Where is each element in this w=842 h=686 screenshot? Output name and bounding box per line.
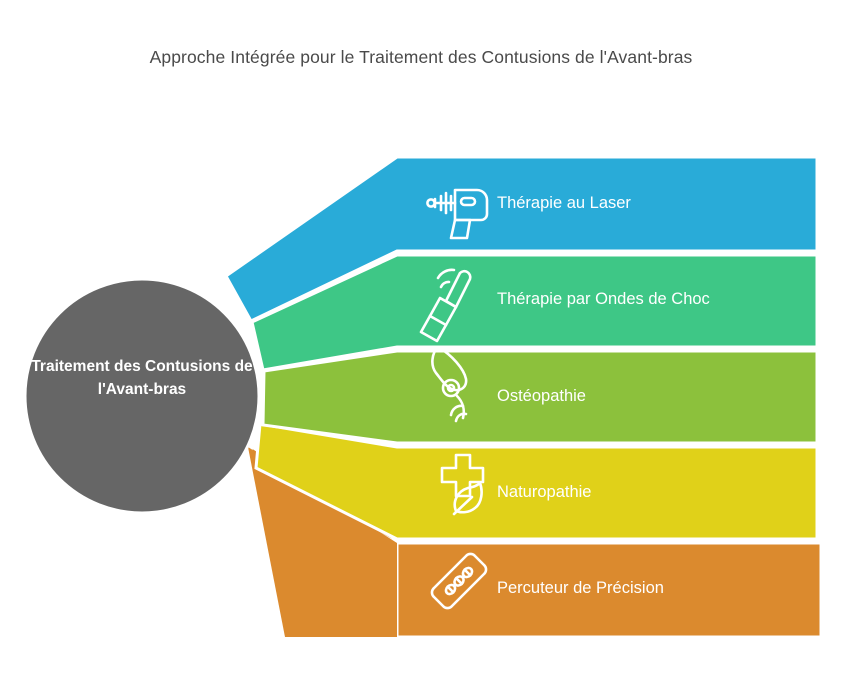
branch-band-3[interactable] xyxy=(261,349,819,445)
branch-band-2[interactable] xyxy=(250,253,819,372)
branch-band-4[interactable] xyxy=(254,422,819,541)
branch-shape-ondes-de-choc[interactable] xyxy=(250,253,819,372)
hub-circle[interactable] xyxy=(23,277,261,515)
shockwave-device-icon xyxy=(419,268,472,343)
percussion-massager-icon xyxy=(430,552,488,610)
branch-label-naturopathie: Naturopathie xyxy=(497,483,592,501)
branch-label-percuteur: Percuteur de Précision xyxy=(497,579,664,597)
branch-label-osteopathie: Ostéopathie xyxy=(497,387,586,405)
branch-shape-osteopathie[interactable] xyxy=(261,349,819,445)
branch-shape-naturopathie[interactable] xyxy=(254,422,819,541)
branch-shape-laser[interactable] xyxy=(224,155,819,323)
laser-gun-icon xyxy=(426,188,489,240)
page-title: Approche Intégrée pour le Traitement des… xyxy=(149,47,693,67)
leaf-eye-icon xyxy=(431,345,468,423)
branch-band-1[interactable] xyxy=(224,155,819,323)
cross-leaf-icon xyxy=(440,453,485,516)
branch-label-ondes-de-choc: Thérapie par Ondes de Choc xyxy=(497,290,710,308)
hub-label: Traitement des Contusions de l'Avant-bra… xyxy=(31,358,253,398)
branch-wedge-5 xyxy=(248,447,397,637)
branch-label-laser: Thérapie au Laser xyxy=(497,194,631,212)
